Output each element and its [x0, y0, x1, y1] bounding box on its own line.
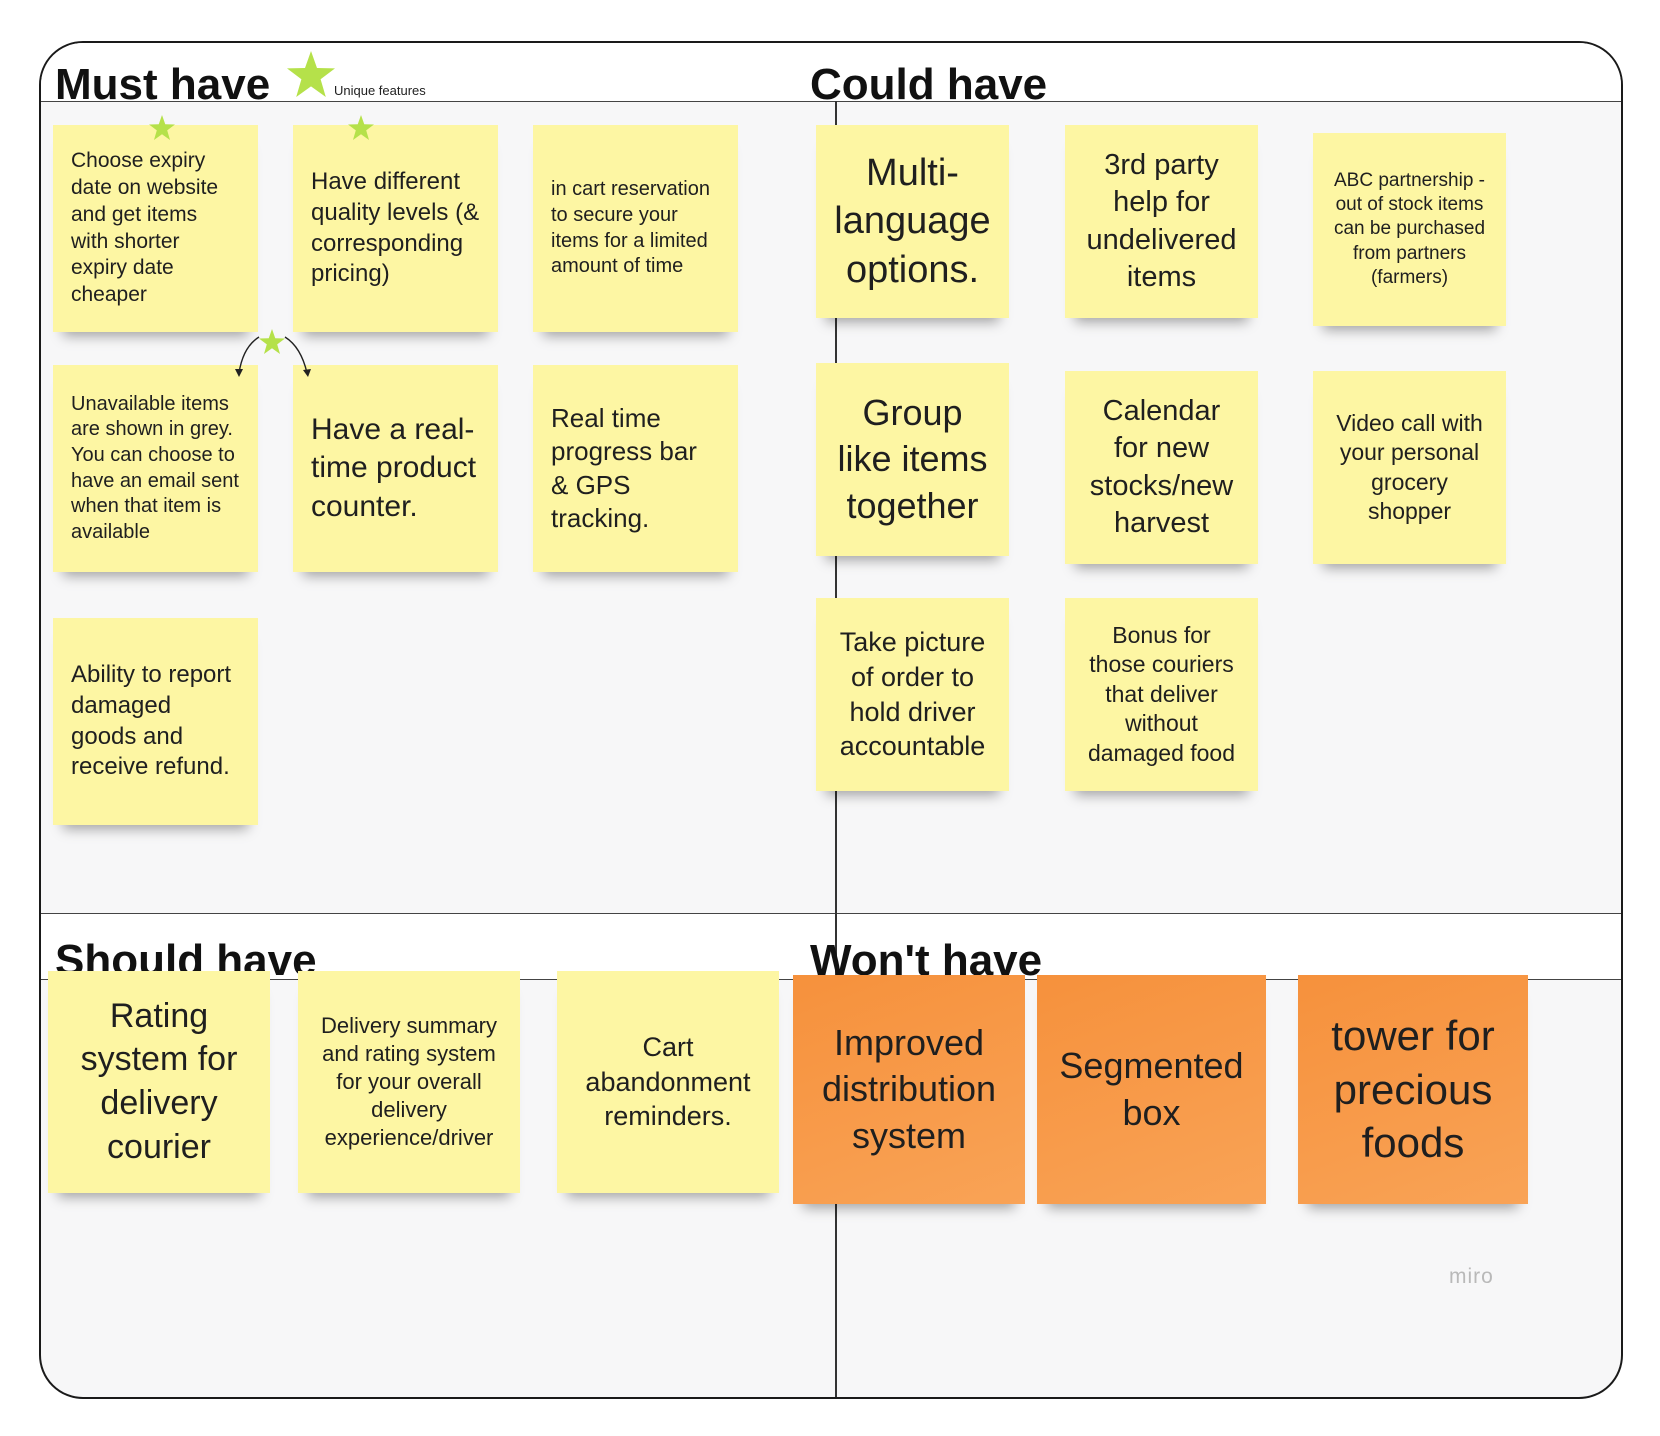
sticky-note[interactable]: tower for precious foods — [1298, 975, 1528, 1204]
note-text: Delivery summary and rating system for y… — [320, 1012, 498, 1151]
note-text: Bonus for those couriers that deliver wi… — [1087, 621, 1236, 766]
unique-feature-star-icon — [287, 51, 335, 97]
miro-board: Must have Could have Should have Won't h… — [39, 41, 1623, 1399]
sticky-note[interactable]: Have a real-time product counter. — [293, 365, 498, 572]
note-text: Cart abandonment reminders. — [585, 1032, 751, 1132]
note-text: Have different quality levels (& corresp… — [311, 168, 480, 288]
sticky-note[interactable]: Calendar for new stocks/new harvest — [1065, 371, 1258, 564]
sticky-note[interactable]: Group like items together — [816, 363, 1009, 556]
sticky-note[interactable]: ABC partnership - out of stock items can… — [1313, 133, 1506, 326]
sticky-note[interactable]: Ability to report damaged goods and rece… — [53, 618, 258, 825]
note-text: Calendar for new stocks/new harvest — [1089, 395, 1234, 539]
sticky-note[interactable]: 3rd party help for undelivered items — [1065, 125, 1258, 318]
note-text: Improved distribution system — [821, 1022, 997, 1156]
connector-arrows-icon — [235, 336, 311, 377]
sticky-note[interactable]: in cart reservation to secure your items… — [533, 125, 738, 332]
sticky-note[interactable]: Have different quality levels (& corresp… — [293, 125, 498, 332]
note-text: Segmented box — [1059, 1045, 1244, 1133]
note-text: 3rd party help for undelivered items — [1086, 149, 1237, 293]
note-text: Real time progress bar & GPS tracking. — [551, 402, 697, 533]
sticky-note[interactable]: Multi-language options. — [816, 125, 1009, 318]
section-title-must-have: Must have — [55, 60, 271, 109]
note-text: Ability to report damaged goods and rece… — [71, 661, 232, 781]
note-text: Choose expiry date on website and get it… — [71, 148, 219, 307]
unique-feature-star-icon — [259, 329, 285, 354]
note-text: tower for precious foods — [1331, 1011, 1495, 1167]
note-text: Group like items together — [837, 392, 988, 526]
section-title-could-have: Could have — [810, 60, 1048, 109]
note-text: Video call with your personal grocery sh… — [1336, 409, 1483, 524]
unique-features-label: Unique features — [334, 83, 426, 98]
note-text: Rating system for delivery courier — [80, 996, 238, 1166]
sticky-note[interactable]: Rating system for delivery courier — [48, 971, 270, 1193]
note-text: Have a real-time product counter. — [311, 412, 477, 523]
sticky-note[interactable]: Choose expiry date on website and get it… — [53, 125, 258, 332]
unique-feature-star-icon — [149, 115, 175, 140]
note-text: Multi-language options. — [834, 151, 991, 291]
note-text: in cart reservation to secure your items… — [551, 178, 710, 278]
sticky-note[interactable]: Take picture of order to hold driver acc… — [816, 598, 1009, 791]
sticky-note[interactable]: Video call with your personal grocery sh… — [1313, 371, 1506, 564]
note-text: Take picture of order to hold driver acc… — [839, 627, 986, 762]
sticky-note[interactable]: Cart abandonment reminders. — [557, 971, 779, 1193]
miro-watermark: miro — [1449, 1265, 1494, 1288]
sticky-note[interactable]: Delivery summary and rating system for y… — [298, 971, 520, 1193]
sticky-note[interactable]: Real time progress bar & GPS tracking. — [533, 365, 738, 572]
sticky-note[interactable]: Improved distribution system — [793, 975, 1025, 1204]
sticky-note[interactable]: Bonus for those couriers that deliver wi… — [1065, 598, 1258, 791]
unique-feature-star-icon — [348, 115, 374, 140]
note-text: ABC partnership - out of stock items can… — [1333, 169, 1486, 288]
note-text: Unavailable items are shown in grey. You… — [71, 392, 239, 543]
sticky-note[interactable]: Unavailable items are shown in grey. You… — [53, 365, 258, 572]
sticky-note[interactable]: Segmented box — [1037, 975, 1266, 1204]
bottom-header-band — [41, 913, 1621, 980]
